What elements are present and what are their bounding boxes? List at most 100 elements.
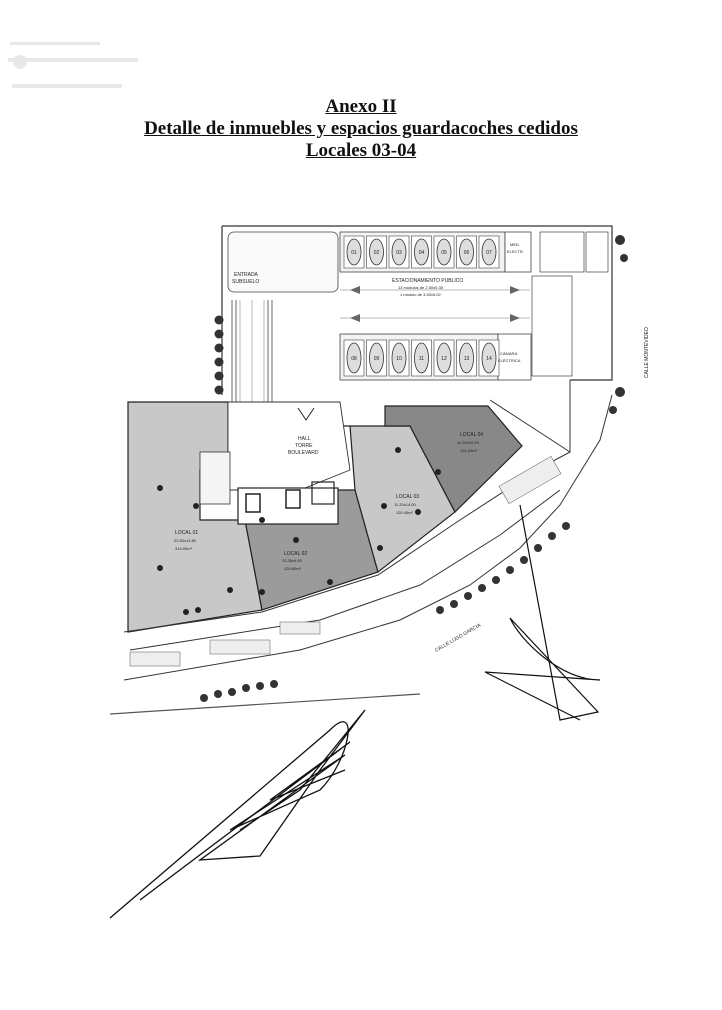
- local-01-name: LOCAL 01: [175, 530, 198, 536]
- column-dot: [435, 469, 441, 475]
- parking-space-number: 04: [419, 250, 425, 256]
- tree: [214, 371, 224, 381]
- parking-space-number: 14: [486, 356, 492, 362]
- tree: [228, 688, 236, 696]
- column-dot: [183, 609, 189, 615]
- local-04-area: [384, 405, 523, 513]
- local-02-name: LOCAL 02: [284, 551, 307, 557]
- tree: [242, 684, 250, 692]
- parking-space: 11: [411, 339, 432, 377]
- parking-space-number: 11: [419, 356, 424, 362]
- trees-left: [214, 315, 224, 395]
- tree: [256, 682, 264, 690]
- parking-space-number: 05: [441, 250, 447, 256]
- parking-space: 14: [478, 339, 500, 377]
- column-dot: [381, 503, 387, 509]
- tree: [450, 600, 458, 608]
- hall-label-2: TORRE: [295, 443, 313, 449]
- parking-space: 03: [388, 235, 410, 269]
- local-03-name: LOCAL 03: [396, 494, 419, 500]
- parking-space: 05: [433, 235, 455, 269]
- parking-spaces-top: 01 02 03 04 05 06 07: [343, 235, 500, 269]
- local-04-name: LOCAL 04: [460, 432, 483, 438]
- street-montevideo: CALLE MONTEVIDEO: [644, 327, 650, 378]
- tree: [214, 329, 224, 339]
- tree: [214, 690, 222, 698]
- parking-spaces-bottom: 08 09 10 11 12 13 14: [343, 339, 500, 377]
- parking-space-number: 09: [374, 356, 380, 362]
- local-03-dims: 11.20x14.00: [394, 502, 416, 507]
- annex-subtitle: Detalle de inmuebles y espacios guardaco…: [144, 118, 578, 139]
- med-label-2: ELECTR.: [507, 249, 524, 254]
- tree: [214, 385, 224, 395]
- entrada-label-1: ENTRADA: [234, 272, 259, 278]
- parking-space-number: 07: [486, 250, 492, 256]
- column-dot: [415, 509, 421, 515]
- building-outline: [221, 225, 613, 395]
- local-01-area-label: 314.90m²: [175, 546, 193, 551]
- parking-space-number: 02: [374, 250, 380, 256]
- tree: [562, 522, 570, 530]
- column-dot: [157, 565, 163, 571]
- parking-modules-1: 13 módulos de 2.50x5.30: [398, 285, 444, 290]
- tree: [270, 680, 278, 688]
- hall-label-3: BOULEVARD: [288, 450, 319, 456]
- parking-space-number: 12: [441, 356, 447, 362]
- parking-space-number: 13: [464, 356, 470, 362]
- tree: [506, 566, 514, 574]
- tree: [200, 694, 208, 702]
- parking-space: 09: [366, 339, 387, 377]
- signature-bottom-left: [109, 709, 366, 919]
- tree: [548, 532, 556, 540]
- parking-space-number: 06: [464, 250, 470, 256]
- local-02-dims: 13.35x9.65: [282, 558, 303, 563]
- street-furniture: [129, 455, 562, 667]
- parking-space-number: 08: [351, 356, 357, 362]
- tree: [214, 357, 224, 367]
- tree: [534, 544, 542, 552]
- column-dot: [157, 485, 163, 491]
- parking-modules-2: 1 módulo de 3.50x5.02: [400, 292, 441, 297]
- parking-space: 13: [456, 339, 477, 377]
- parking-title: ESTACIONAMIENTO PUBLICO: [392, 278, 463, 284]
- column-dot: [259, 589, 265, 595]
- local-04-area-label: 131.00m²: [460, 448, 478, 453]
- structural-columns: [157, 447, 441, 615]
- local-01-dims: 22.50x13.80: [174, 538, 197, 543]
- ramp: [227, 231, 339, 420]
- column-dot: [195, 607, 201, 613]
- trees-street: [200, 522, 570, 702]
- document-header: Anexo II Detalle de inmuebles y espacios…: [0, 96, 722, 162]
- trees-right: [609, 235, 628, 414]
- local-03-area-label: 120.45m²: [396, 510, 414, 515]
- street-lugo-garcia: CALLE LUGO GARCIA: [434, 622, 483, 654]
- column-dot: [193, 503, 199, 509]
- tree: [520, 556, 528, 564]
- locales-title: Locales 03-04: [305, 140, 417, 161]
- parking-space: 01: [343, 235, 365, 269]
- column-dot: [227, 587, 233, 593]
- parking-space: 07: [478, 235, 500, 269]
- parking-space-number: 10: [396, 356, 402, 362]
- plan-baseline: [109, 693, 421, 715]
- column-dot: [377, 545, 383, 551]
- med-label-1: MED.: [510, 242, 520, 247]
- parking-space-number: 03: [396, 250, 402, 256]
- parking-space: 04: [411, 235, 432, 269]
- annex-title: Anexo II: [325, 96, 397, 117]
- parking-space: 10: [388, 339, 410, 377]
- local-02-area-label: 128.80m²: [284, 566, 302, 571]
- column-dot: [327, 579, 333, 585]
- parking-space: 08: [343, 339, 365, 377]
- scan-artifact: [8, 42, 138, 88]
- parking-space: 12: [433, 339, 455, 377]
- signature-top-right: [484, 504, 601, 721]
- local-04-dims: 11.00x10.93: [457, 440, 479, 445]
- parking-space-number: 01: [351, 250, 357, 256]
- hall-label-1: HALL: [298, 436, 311, 442]
- column-dot: [293, 537, 299, 543]
- tree: [492, 576, 500, 584]
